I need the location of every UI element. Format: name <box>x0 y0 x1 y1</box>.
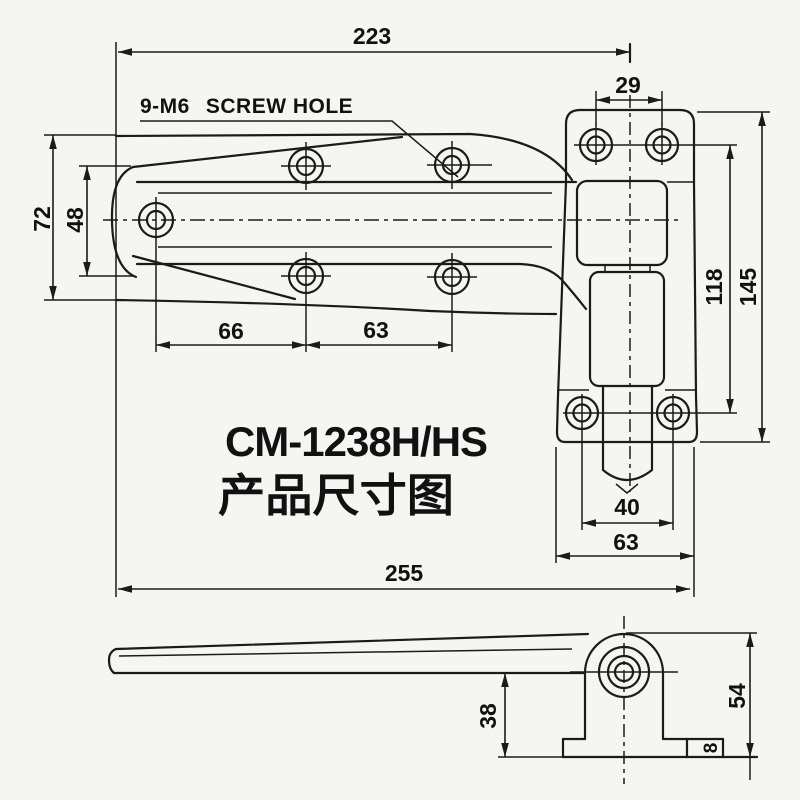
barrel-upper <box>588 270 666 388</box>
ext-145 <box>697 111 770 443</box>
screw-hole-callout: 9-M6 SCREW HOLE <box>140 95 459 178</box>
dim-255-label: 255 <box>385 560 424 586</box>
lever-bottom-chamfer <box>131 254 297 301</box>
barrel-lower <box>601 384 654 482</box>
dim-72-label: 72 <box>29 206 55 232</box>
dimension-labels: 223 29 72 48 66 63 118 145 40 63 255 38 … <box>29 23 761 753</box>
ext-38 <box>498 672 563 758</box>
bracket-screw-holes <box>564 127 691 431</box>
dim-29-label: 29 <box>615 72 641 98</box>
bracket-top-plate <box>564 108 696 184</box>
dim-223-label: 223 <box>353 23 391 49</box>
arm-left-cap <box>107 647 118 675</box>
callout-prefix: 9-M6 <box>140 95 190 118</box>
dim-8-label: 8 <box>701 743 722 754</box>
plate-hole-crosshairs <box>155 141 492 352</box>
bracket-body <box>555 180 699 444</box>
title-block: CM-1238H/HS 产品尺寸图 <box>218 418 488 521</box>
dim-63a-label: 63 <box>363 317 389 343</box>
product-caption-title: 产品尺寸图 <box>218 470 454 521</box>
base-plate <box>561 737 759 759</box>
callout-leader-line <box>140 120 459 178</box>
dim-63b-label: 63 <box>613 529 639 555</box>
hinge-knuckle <box>575 179 669 267</box>
dim-118-label: 118 <box>701 268 727 305</box>
side-view <box>107 616 759 784</box>
bracket-hole-crosshairs <box>563 124 737 530</box>
lever-top-chamfer <box>131 135 404 169</box>
arm-top-edge <box>114 632 590 651</box>
lever-left-cap-arc <box>110 165 138 279</box>
barrel-neck <box>604 265 651 272</box>
product-model-title: CM-1238H/HS <box>225 418 487 465</box>
dim-40-label: 40 <box>614 494 640 520</box>
dimension-lines <box>44 42 770 780</box>
callout-label: 9-M6 SCREW HOLE <box>140 95 353 118</box>
ext-63b <box>555 447 695 597</box>
lever-bottom-edge <box>114 298 558 316</box>
plan-view-lever-plate <box>103 132 680 352</box>
barrel-tip <box>615 483 639 494</box>
dim-48-label: 48 <box>62 207 88 233</box>
lever-top-edge <box>114 132 574 182</box>
dim-38-label: 38 <box>475 703 501 729</box>
plate-screw-holes <box>137 146 471 296</box>
dim-145-label: 145 <box>735 268 761 307</box>
callout-text: SCREW HOLE <box>206 95 353 118</box>
arm-ridge-line <box>118 648 573 657</box>
vertical-bracket <box>555 42 737 530</box>
dim-66-label: 66 <box>218 318 244 344</box>
dim-54-label: 54 <box>724 683 750 709</box>
